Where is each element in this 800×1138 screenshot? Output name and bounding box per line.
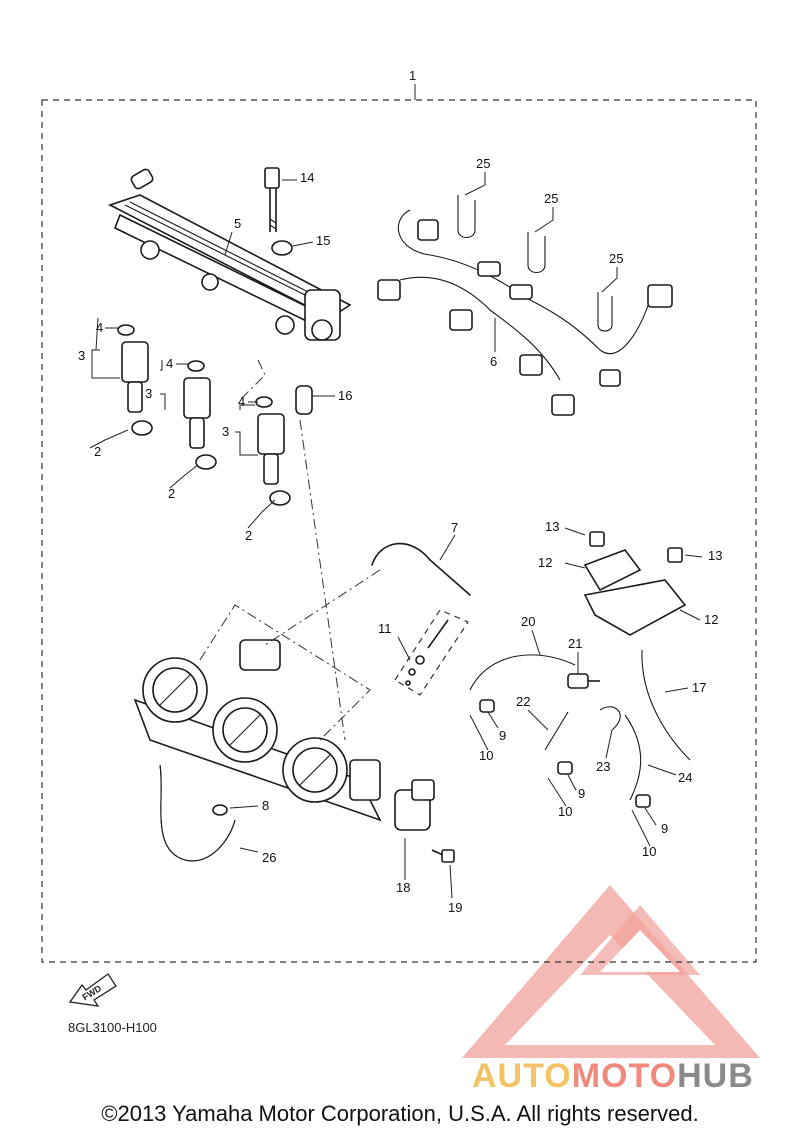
label-21: 21 bbox=[568, 636, 582, 651]
label-25c: 25 bbox=[609, 251, 623, 266]
label-16: 16 bbox=[338, 388, 352, 403]
washer-15 bbox=[271, 240, 293, 256]
label-25a: 25 bbox=[476, 156, 490, 171]
bolt-14 bbox=[264, 167, 280, 232]
injector-left bbox=[117, 324, 153, 436]
fwd-arrow-icon: FWD bbox=[68, 973, 117, 1007]
hose-22 bbox=[544, 711, 569, 751]
bracket-lower bbox=[583, 547, 687, 636]
spacer-16 bbox=[295, 385, 313, 415]
label-17: 17 bbox=[692, 680, 706, 695]
label-10b: 10 bbox=[558, 804, 572, 819]
label-4a: 4 bbox=[96, 320, 103, 335]
label-10a: 10 bbox=[479, 748, 493, 763]
joint-21 bbox=[567, 673, 600, 689]
label-8: 8 bbox=[262, 798, 269, 813]
assembly-lines bbox=[199, 359, 381, 741]
label-2a: 2 bbox=[94, 444, 101, 459]
label-3a: 3 bbox=[78, 348, 85, 363]
screw-set-11 bbox=[394, 609, 469, 696]
label-4c: 4 bbox=[238, 394, 245, 409]
label-6: 6 bbox=[490, 354, 497, 369]
label-20: 20 bbox=[521, 614, 535, 629]
label-25b: 25 bbox=[544, 191, 558, 206]
label-2c: 2 bbox=[245, 528, 252, 543]
label-15: 15 bbox=[316, 233, 330, 248]
cap-9c bbox=[635, 794, 651, 808]
label-23: 23 bbox=[596, 759, 610, 774]
hose-20 bbox=[469, 654, 576, 691]
watermark-logo bbox=[462, 885, 760, 1058]
label-3b: 3 bbox=[145, 386, 152, 401]
label-12b: 12 bbox=[704, 612, 718, 627]
injector-right bbox=[255, 396, 291, 506]
label-26: 26 bbox=[262, 850, 276, 865]
hose-24 bbox=[624, 714, 642, 801]
wire-harness bbox=[377, 195, 673, 416]
assembly-boundary bbox=[41, 99, 757, 963]
hose-17 bbox=[641, 649, 691, 761]
injector-middle bbox=[183, 360, 217, 470]
label-7: 7 bbox=[451, 520, 458, 535]
screw-19 bbox=[431, 849, 455, 863]
label-2b: 2 bbox=[168, 486, 175, 501]
label-11: 11 bbox=[378, 621, 392, 636]
label-5: 5 bbox=[234, 216, 241, 231]
watermark-hub: HUB bbox=[677, 1057, 754, 1095]
label-14: 14 bbox=[300, 170, 314, 185]
watermark-text: AUTOMOTOHUB bbox=[472, 1057, 754, 1095]
label-1: 1 bbox=[409, 68, 416, 83]
watermark-moto: MOTO bbox=[572, 1057, 677, 1095]
cap-9a bbox=[479, 699, 495, 713]
label-4b: 4 bbox=[166, 356, 173, 371]
watermark-auto: AUTO bbox=[472, 1057, 572, 1095]
clamp-8 bbox=[212, 804, 228, 816]
label-9a: 9 bbox=[499, 728, 506, 743]
label-12a: 12 bbox=[538, 555, 552, 570]
bracket-upper bbox=[583, 531, 642, 592]
throttle-body bbox=[133, 639, 382, 822]
leader-lines bbox=[89, 84, 703, 899]
label-22: 22 bbox=[516, 694, 530, 709]
label-13a: 13 bbox=[545, 519, 559, 534]
label-18: 18 bbox=[396, 880, 410, 895]
label-9c: 9 bbox=[661, 821, 668, 836]
label-13b: 13 bbox=[708, 548, 722, 563]
label-3c: 3 bbox=[222, 424, 229, 439]
label-10c: 10 bbox=[642, 844, 656, 859]
label-24: 24 bbox=[678, 770, 692, 785]
hose-23 bbox=[599, 706, 621, 731]
diagram-code: 8GL3100-H100 bbox=[68, 1020, 157, 1035]
copyright-notice: ©2013 Yamaha Motor Corporation, U.S.A. A… bbox=[101, 1101, 699, 1126]
cap-9b bbox=[557, 761, 573, 775]
sensor-18 bbox=[394, 779, 435, 831]
label-9b: 9 bbox=[578, 786, 585, 801]
fuel-rail bbox=[107, 168, 352, 341]
label-19: 19 bbox=[448, 900, 462, 915]
